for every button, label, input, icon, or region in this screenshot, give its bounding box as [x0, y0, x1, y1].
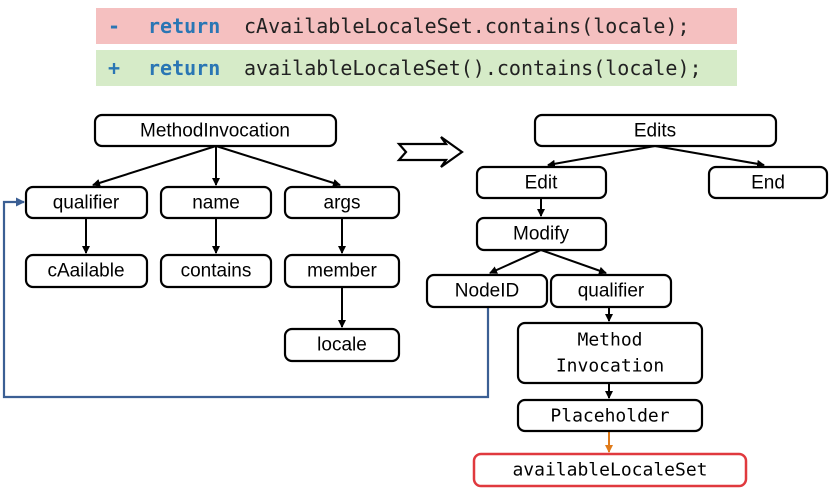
added-code: availableLocaleSet().contains(locale); — [244, 56, 702, 80]
node-name: name — [159, 185, 273, 220]
node-placeholder: Placeholder — [516, 398, 704, 433]
node-member-value: locale — [283, 327, 401, 363]
right-tree-edges — [489, 145, 765, 453]
edge-edits-end — [654, 145, 765, 168]
edge-edits-edit — [547, 145, 656, 168]
removed-code: cAvailableLocaleSet.contains(locale); — [244, 14, 690, 38]
removed-code-line: - return cAvailableLocaleSet.contains(lo… — [96, 8, 737, 44]
svg-text:qualifier: qualifier — [578, 281, 645, 302]
node-edit: Edit — [475, 165, 608, 200]
svg-text:End: End — [751, 173, 785, 194]
node-method-invocation-new: Method Invocation — [516, 321, 704, 385]
svg-text:NodeID: NodeID — [455, 281, 519, 302]
added-code-line: + return availableLocaleSet().contains(l… — [96, 50, 737, 86]
node-qualifier-value: cAailable — [24, 253, 149, 289]
svg-text:args: args — [324, 193, 361, 214]
svg-text:qualifier: qualifier — [53, 193, 120, 214]
svg-text:locale: locale — [317, 335, 367, 356]
edge-modify-nodeid — [489, 249, 542, 274]
removed-sign: - — [108, 14, 121, 38]
node-end: End — [707, 165, 829, 200]
edge-root-args — [215, 145, 341, 187]
node-right-qualifier: qualifier — [549, 273, 673, 309]
svg-text:member: member — [307, 261, 377, 282]
left-tree-edges — [82, 145, 346, 328]
node-qualifier: qualifier — [24, 185, 149, 220]
node-modify: Modify — [475, 216, 608, 252]
svg-text:MethodInvocation: MethodInvocation — [140, 121, 290, 142]
svg-text:Method: Method — [577, 330, 642, 351]
removed-keyword: return — [148, 14, 221, 38]
node-member: member — [283, 253, 401, 289]
edge-root-qualifier — [92, 145, 217, 187]
added-sign: + — [108, 56, 121, 80]
nodeid-reference-arrow — [2, 197, 490, 399]
edge-modify-qualifier — [540, 249, 607, 275]
svg-text:Invocation: Invocation — [556, 356, 664, 377]
node-method-invocation: MethodInvocation — [93, 113, 338, 148]
svg-text:Placeholder: Placeholder — [550, 406, 669, 427]
svg-text:Edits: Edits — [634, 121, 676, 142]
node-nodeid: NodeID — [425, 273, 549, 309]
svg-text:cAailable: cAailable — [47, 261, 124, 282]
node-edits: Edits — [533, 113, 778, 148]
node-name-value: contains — [159, 253, 273, 289]
added-keyword: return — [148, 56, 221, 80]
hollow-right-arrow-icon — [396, 136, 464, 168]
node-args: args — [283, 185, 401, 220]
svg-text:Edit: Edit — [525, 173, 558, 194]
svg-text:contains: contains — [181, 261, 252, 282]
svg-text:name: name — [192, 193, 240, 214]
svg-text:availableLocaleSet: availableLocaleSet — [512, 460, 707, 481]
node-result: availableLocaleSet — [472, 452, 748, 488]
svg-text:Modify: Modify — [513, 224, 569, 245]
